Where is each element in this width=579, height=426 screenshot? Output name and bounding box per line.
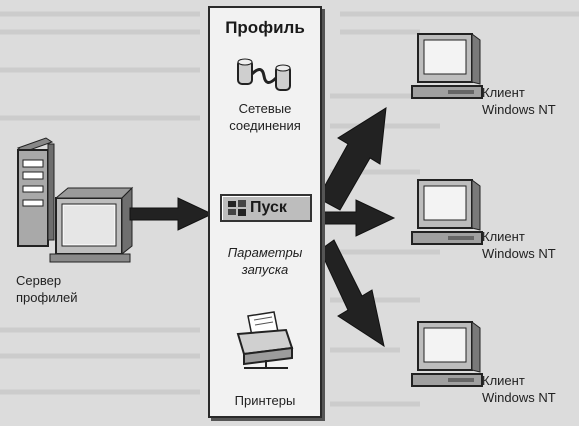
client-3-line2: Windows NT	[482, 390, 556, 405]
arrow-to-client-1	[317, 107, 387, 211]
client-1-line1: Клиент	[482, 85, 525, 100]
windows-logo-icon	[228, 200, 246, 216]
startup-params-label: Параметры запуска	[210, 244, 320, 278]
client-1-computer-icon	[411, 33, 483, 99]
profile-panel: Профиль Сетевые соединения Пуск Параметр…	[208, 6, 322, 418]
client-2-label: Клиент Windows NT	[482, 228, 556, 262]
arrow-to-client-2	[321, 199, 396, 237]
client-3-label: Клиент Windows NT	[482, 372, 556, 406]
arrow-server-to-profile	[129, 197, 214, 231]
network-connections-line2: соединения	[229, 118, 301, 133]
startup-params-line2: запуска	[241, 262, 289, 277]
server-label-line1: Сервер	[16, 273, 62, 288]
client-2-line1: Клиент	[482, 229, 525, 244]
printer-icon	[236, 311, 294, 369]
printers-label: Принтеры	[210, 392, 320, 409]
arrow-to-client-3	[319, 239, 385, 348]
client-3-computer-icon	[411, 321, 483, 387]
client-3-line1: Клиент	[482, 373, 525, 388]
start-button[interactable]: Пуск	[220, 194, 312, 222]
server-label: Сервер профилей	[16, 272, 78, 306]
client-2-line2: Windows NT	[482, 246, 556, 261]
network-connections-icon	[237, 58, 291, 91]
client-2-computer-icon	[411, 179, 483, 245]
startup-params-line1: Параметры	[227, 245, 303, 260]
network-connections-label: Сетевые соединения	[210, 100, 320, 134]
client-1-label: Клиент Windows NT	[482, 84, 556, 118]
server-label-line2: профилей	[16, 290, 78, 305]
printers-line1: Принтеры	[234, 393, 296, 408]
start-button-label: Пуск	[250, 199, 287, 216]
profile-title: Профиль	[225, 18, 305, 37]
network-connections-line1: Сетевые	[238, 101, 292, 116]
client-1-line2: Windows NT	[482, 102, 556, 117]
